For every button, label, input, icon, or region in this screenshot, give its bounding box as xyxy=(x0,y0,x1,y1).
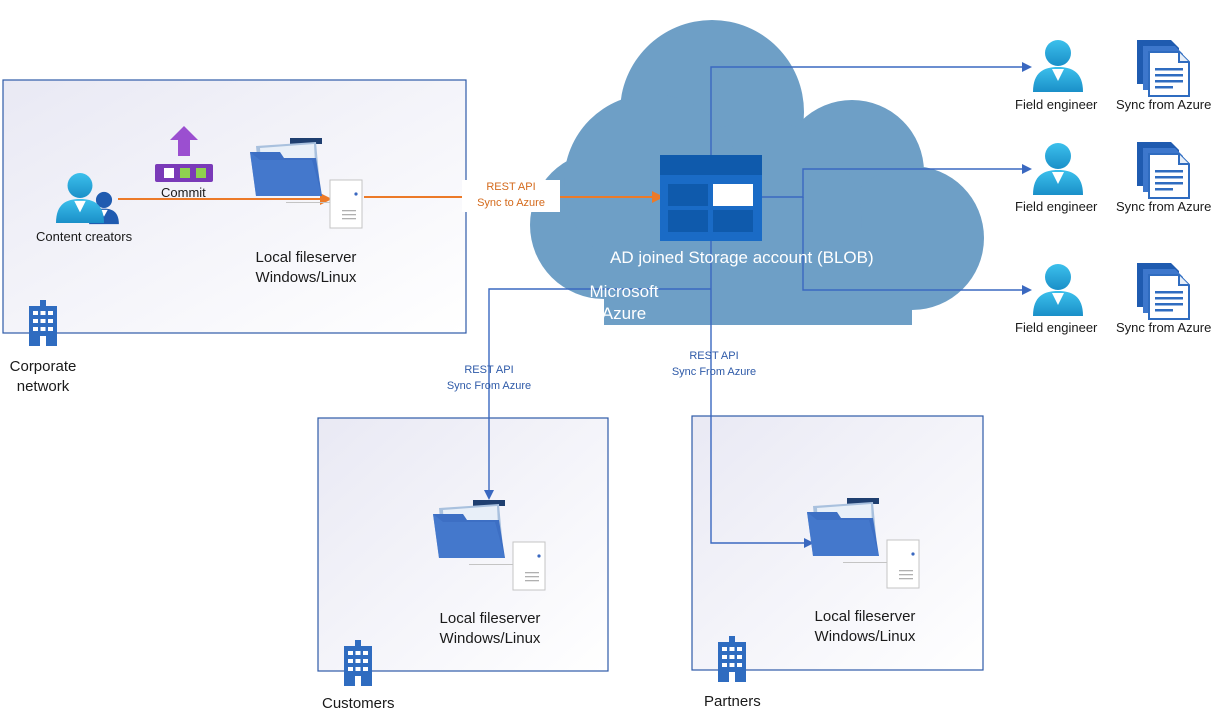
field-engineer-icon xyxy=(1033,264,1083,316)
sync-from-azure-label: Sync from Azure xyxy=(1116,320,1212,335)
content-creators-icon xyxy=(56,173,119,225)
corporate-fileserver-label: Local fileserver Windows/Linux xyxy=(236,248,376,288)
api-label-line2: Sync From Azure xyxy=(671,365,757,378)
corporate-network-label: Corporate network xyxy=(4,357,82,397)
api-label-line2: Sync From Azure xyxy=(446,379,532,392)
sync-line-field-3 xyxy=(802,197,1032,295)
fileserver-name: Local fileserver xyxy=(255,249,357,266)
storage-account-icon xyxy=(660,155,762,241)
sync-from-azure-partners-label: REST API Sync From Azure xyxy=(657,349,771,381)
commit-label: Commit xyxy=(161,185,206,200)
api-label-line1: REST API xyxy=(464,364,514,376)
fileserver-name: Local fileserver xyxy=(814,608,916,625)
field-engineer-label: Field engineer xyxy=(1015,320,1098,335)
storage-account-label: AD joined Storage account (BLOB) xyxy=(610,248,874,267)
field-engineer-icon xyxy=(1033,40,1083,92)
sync-from-azure-label: Sync from Azure xyxy=(1116,97,1212,112)
sync-to-azure-label: REST API Sync to Azure xyxy=(462,180,560,212)
field-engineer-label: Field engineer xyxy=(1015,97,1098,112)
field-engineer-label: Field engineer xyxy=(1015,199,1098,214)
network-label-line1: Corporate xyxy=(9,358,77,375)
customers-label: Customers xyxy=(322,695,395,712)
partners-fileserver-label: Local fileserver Windows/Linux xyxy=(795,607,935,647)
sync-from-azure-customers-label: REST API Sync From Azure xyxy=(432,363,546,395)
fileserver-os: Windows/Linux xyxy=(255,268,357,286)
sync-document-icon xyxy=(1136,141,1190,199)
azure-label-line2: Azure xyxy=(601,304,647,324)
content-creators-label: Content creators xyxy=(36,229,133,244)
fileserver-os: Windows/Linux xyxy=(439,629,541,647)
network-label-line2: network xyxy=(16,377,70,395)
azure-label-line1: Microsoft xyxy=(589,282,659,301)
sync-line-partners xyxy=(710,290,814,548)
commit-icon xyxy=(155,126,213,182)
partners-label: Partners xyxy=(704,693,761,710)
fileserver-os: Windows/Linux xyxy=(814,627,916,645)
sync-document-icon xyxy=(1136,262,1190,320)
sync-from-azure-label: Sync from Azure xyxy=(1116,199,1212,214)
microsoft-azure-label: Microsoft Azure xyxy=(578,281,670,325)
customers-fileserver-label: Local fileserver Windows/Linux xyxy=(420,609,560,649)
sync-line-customers xyxy=(484,288,711,500)
sync-document-icon xyxy=(1136,39,1190,97)
api-label-line1: REST API xyxy=(689,350,739,362)
partners-building-icon xyxy=(718,636,746,682)
corporate-building-icon xyxy=(29,300,57,346)
api-label-line1: REST API xyxy=(486,181,536,193)
fileserver-name: Local fileserver xyxy=(439,610,541,627)
sync-line-field-2 xyxy=(762,164,1032,198)
api-label-line2: Sync to Azure xyxy=(477,196,545,209)
field-engineer-icon xyxy=(1033,143,1083,195)
customers-building-icon xyxy=(344,640,372,686)
